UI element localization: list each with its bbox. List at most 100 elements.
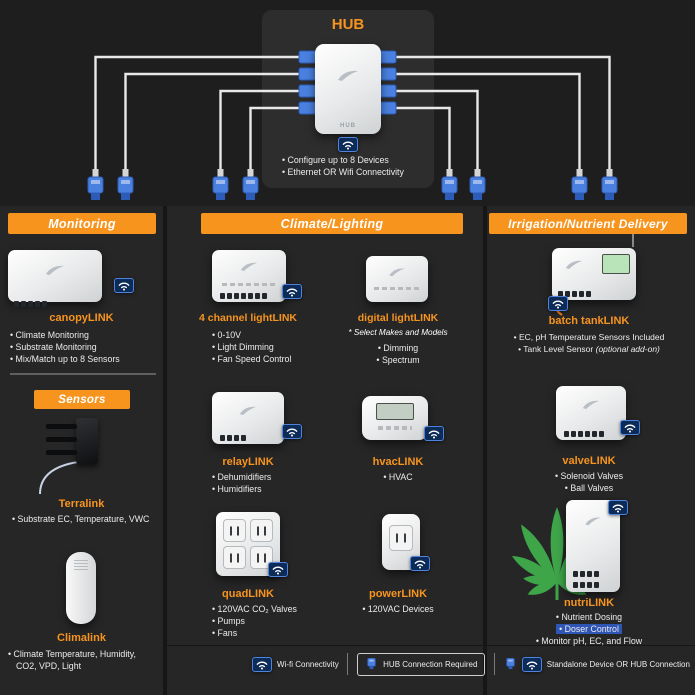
climalink-bullets: Climate Temperature, Humidity, CO2, VPD,… xyxy=(8,648,158,672)
outlet-socket xyxy=(250,546,273,569)
device-ports xyxy=(558,291,591,297)
device-print xyxy=(222,283,276,286)
digital-light-device xyxy=(366,256,428,302)
digital-light-note: * Select Makes and Models xyxy=(348,328,448,337)
wifi-badge-icon xyxy=(282,424,302,439)
legend-standalone-label: Standalone Device OR HUB Connection xyxy=(546,659,690,669)
wifi-badge-icon xyxy=(268,562,288,577)
device-ports xyxy=(220,293,267,299)
legend: Wi-fi Connectivity HUB Connection Requir… xyxy=(252,649,690,679)
legend-divider xyxy=(494,653,496,675)
terralink-prong xyxy=(46,424,77,429)
hvaclink-bullets: HVAC xyxy=(346,471,450,483)
wifi-badge-icon xyxy=(114,278,134,293)
terralink-sensor-head xyxy=(76,418,98,464)
powerlink-label: powerLINK xyxy=(368,588,428,600)
bullet-item: Humidifiers xyxy=(212,483,322,495)
legend-standalone-item: Standalone Device OR HUB Connection xyxy=(504,656,690,672)
canopylink-label: canopyLINK xyxy=(49,312,114,324)
bullet-item: Climate Temperature, Humidity, CO2, VPD,… xyxy=(8,648,158,672)
bullet-item: Ethernet OR Wifi Connectivity xyxy=(282,166,422,178)
bullet-item: 120VAC Devices xyxy=(336,603,460,615)
relaylink-device xyxy=(212,392,284,444)
tanklink-device xyxy=(552,248,636,300)
irrigation-header: Irrigation/Nutrient Delivery xyxy=(489,213,687,234)
bullet-item: Substrate EC, Temperature, VWC xyxy=(12,513,152,525)
climalink-device xyxy=(66,552,96,624)
legend-seam xyxy=(167,645,695,646)
outlet-socket xyxy=(250,519,273,542)
device-ports xyxy=(573,582,599,588)
outlet-socket xyxy=(389,525,413,551)
bullet-item: Tank Level Sensor (optional add-on) xyxy=(500,343,678,355)
bullet-item: Pumps xyxy=(212,615,322,627)
brand-swoosh-icon xyxy=(582,397,600,415)
wifi-badge-icon xyxy=(410,556,430,571)
bullet-item: 0-10V xyxy=(212,329,322,341)
hub-bullets: Configure up to 8 Devices Ethernet OR Wi… xyxy=(282,154,422,178)
bullet-item: Light Dimming xyxy=(212,341,322,353)
wifi-badge-icon xyxy=(282,284,302,299)
outlet-socket xyxy=(223,519,246,542)
powerlink-device xyxy=(382,514,420,570)
hub-device: HUB xyxy=(315,44,381,134)
device-print xyxy=(374,287,420,290)
bullet-item: Fans xyxy=(212,627,322,639)
quadlink-label: quadLINK xyxy=(222,588,274,600)
monitoring-header: Monitoring xyxy=(8,213,156,234)
outlet-socket xyxy=(223,546,246,569)
legend-wifi-label: Wi-fi Connectivity xyxy=(277,659,339,669)
ethernet-plug-icon xyxy=(506,657,515,669)
bullet-item: Doser Control xyxy=(498,623,680,635)
valvelink-bullets: Solenoid Valves Ball Valves xyxy=(508,470,670,494)
bullet-item: Dimming xyxy=(346,342,450,354)
hvac-lcd-screen xyxy=(376,403,414,420)
wifi-badge-icon xyxy=(548,296,568,311)
legend-divider xyxy=(347,653,349,675)
brand-swoosh-icon xyxy=(45,263,65,281)
sensors-header: Sensors xyxy=(34,390,130,409)
bullet-item: Configure up to 8 Devices xyxy=(282,154,422,166)
bullet-item: Fan Speed Control xyxy=(212,353,322,365)
bullet-item: HVAC xyxy=(346,471,450,483)
terralink-label: Terralink xyxy=(58,498,105,510)
highlighted-bullet: Doser Control xyxy=(556,624,622,634)
device-ports xyxy=(14,301,47,307)
brand-swoosh-icon xyxy=(389,264,406,282)
device-ports xyxy=(573,571,599,577)
wifi-badge-icon xyxy=(620,420,640,435)
nutrilink-label: nutriLINK xyxy=(563,597,615,609)
light4-bullets: 0-10V Light Dimming Fan Speed Control xyxy=(212,329,322,365)
nutrilink-device xyxy=(566,500,620,592)
climate-header: Climate/Lighting xyxy=(201,213,463,234)
brand-swoosh-icon xyxy=(565,257,583,275)
climalink-label: Climalink xyxy=(57,632,106,644)
hvaclink-label: hvacLINK xyxy=(372,456,424,468)
legend-hub-required-item: HUB Connection Required xyxy=(357,652,486,676)
relaylink-bullets: Dehumidifiers Humidifiers xyxy=(212,471,322,495)
digital-light-label: digital lightLINK xyxy=(357,312,439,324)
hub-title: HUB xyxy=(331,16,365,33)
bullet-item: Mix/Match up to 8 Sensors xyxy=(10,353,160,365)
quad-outlets xyxy=(223,519,273,569)
brand-swoosh-icon xyxy=(337,69,359,87)
tanklink-bullets: EC, pH Temperature Sensors Included Tank… xyxy=(500,331,678,355)
bullet-item: 120VAC CO₂ Valves xyxy=(212,603,322,615)
terralink-prong xyxy=(46,437,77,442)
hub-device-label: HUB xyxy=(340,123,356,129)
wifi-badge-icon xyxy=(252,656,272,672)
valvelink-device xyxy=(556,386,626,440)
bullet-item: Substrate Monitoring xyxy=(10,341,160,353)
tank-lcd-screen xyxy=(602,254,630,274)
terralink-bullets: Substrate EC, Temperature, VWC xyxy=(12,513,152,525)
digital-light-bullets: Dimming Spectrum xyxy=(346,342,450,366)
canopylink-device xyxy=(8,250,102,307)
legend-wifi-item: Wi-fi Connectivity xyxy=(252,656,339,672)
bullet-item: Spectrum xyxy=(346,354,450,366)
light4-device xyxy=(212,250,286,302)
hvaclink-device xyxy=(362,396,428,440)
climalink-vents xyxy=(74,560,88,570)
column-seam-left xyxy=(163,206,167,695)
nutrilink-bullets: Nutrient Dosing Doser Control Monitor pH… xyxy=(498,611,680,647)
